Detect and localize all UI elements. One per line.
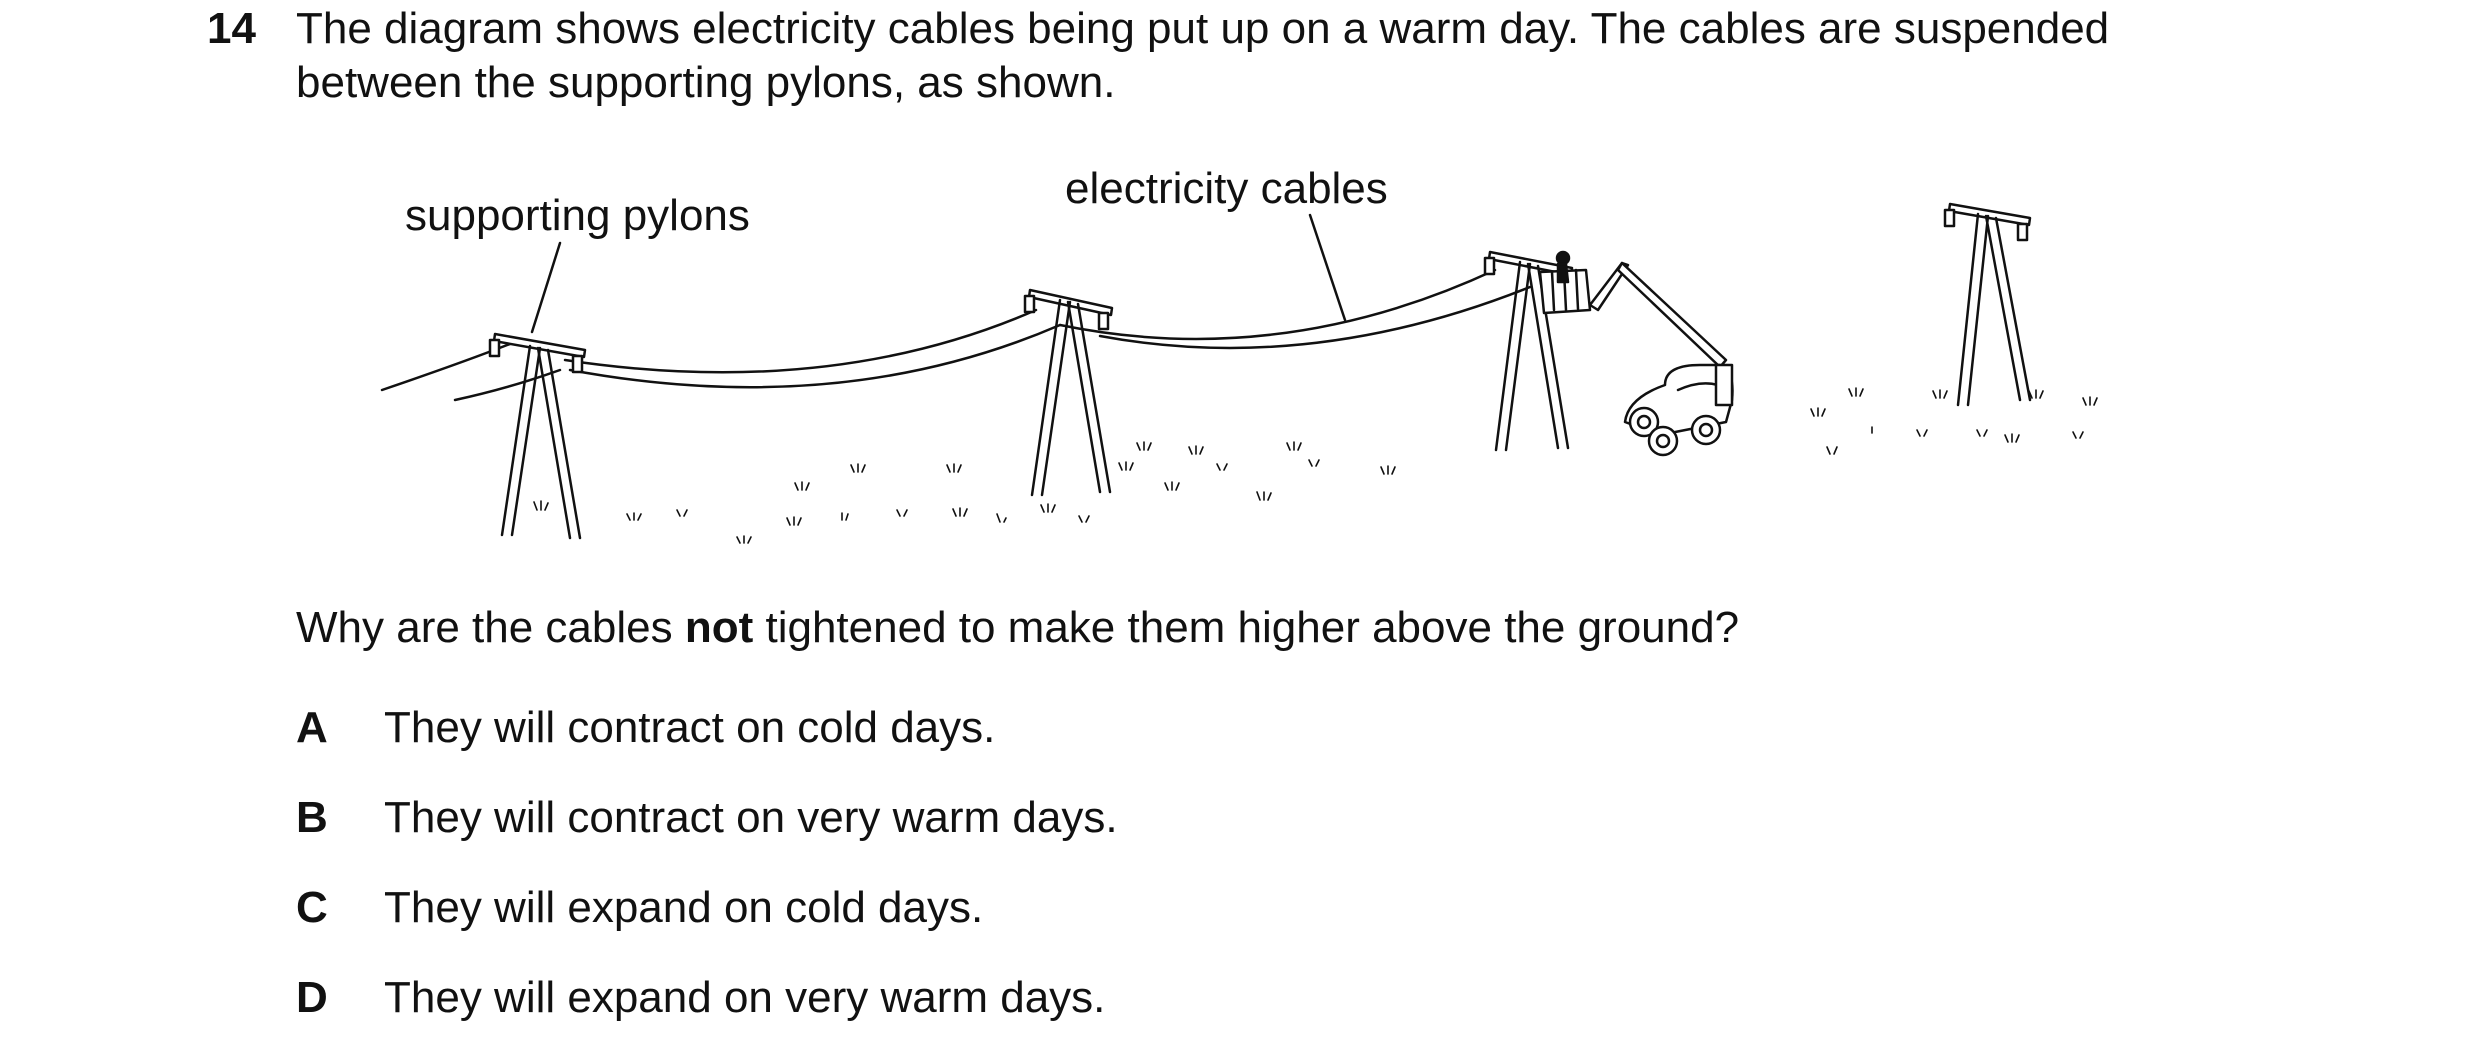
option-text: They will contract on very warm days. xyxy=(384,793,1118,842)
grass-tufts xyxy=(533,387,2098,544)
label-supporting-pylons: supporting pylons xyxy=(405,191,750,240)
pylon-cable-diagram: supporting pylons electricity cables xyxy=(360,160,2120,560)
question-prompt: Why are the cables not tightened to make… xyxy=(296,600,1739,656)
stem-line-2: between the supporting pylons, as shown. xyxy=(296,58,1116,107)
question-number: 14 xyxy=(207,4,256,53)
prompt-before: Why are the cables xyxy=(296,603,685,652)
option-text: They will expand on very warm days. xyxy=(384,973,1106,1022)
prompt-after: tightened to make them higher above the … xyxy=(753,603,1740,652)
question-stem: The diagram shows electricity cables bei… xyxy=(296,2,2296,110)
option-b[interactable]: B They will contract on very warm days. xyxy=(296,790,1118,846)
leader-line-cables xyxy=(1308,213,1347,322)
label-electricity-cables: electricity cables xyxy=(1065,164,1388,213)
option-letter: C xyxy=(296,883,328,932)
cherry-picker-vehicle xyxy=(1538,250,1734,457)
pylon-1 xyxy=(488,332,587,540)
electricity-cables xyxy=(380,268,1532,402)
option-letter: D xyxy=(296,973,328,1022)
option-a[interactable]: A They will contract on cold days. xyxy=(296,700,995,756)
leader-line-pylons xyxy=(530,241,562,334)
option-text: They will contract on cold days. xyxy=(384,703,996,752)
option-text: They will expand on cold days. xyxy=(384,883,984,932)
option-d[interactable]: D They will expand on very warm days. xyxy=(296,970,1105,1026)
option-c[interactable]: C They will expand on cold days. xyxy=(296,880,983,936)
pylon-2 xyxy=(1023,288,1114,497)
stem-line-1: The diagram shows electricity cables bei… xyxy=(296,4,2110,53)
option-letter: A xyxy=(296,703,328,752)
prompt-bold: not xyxy=(684,603,754,652)
pylon-4 xyxy=(1943,202,2032,407)
option-letter: B xyxy=(296,793,328,842)
